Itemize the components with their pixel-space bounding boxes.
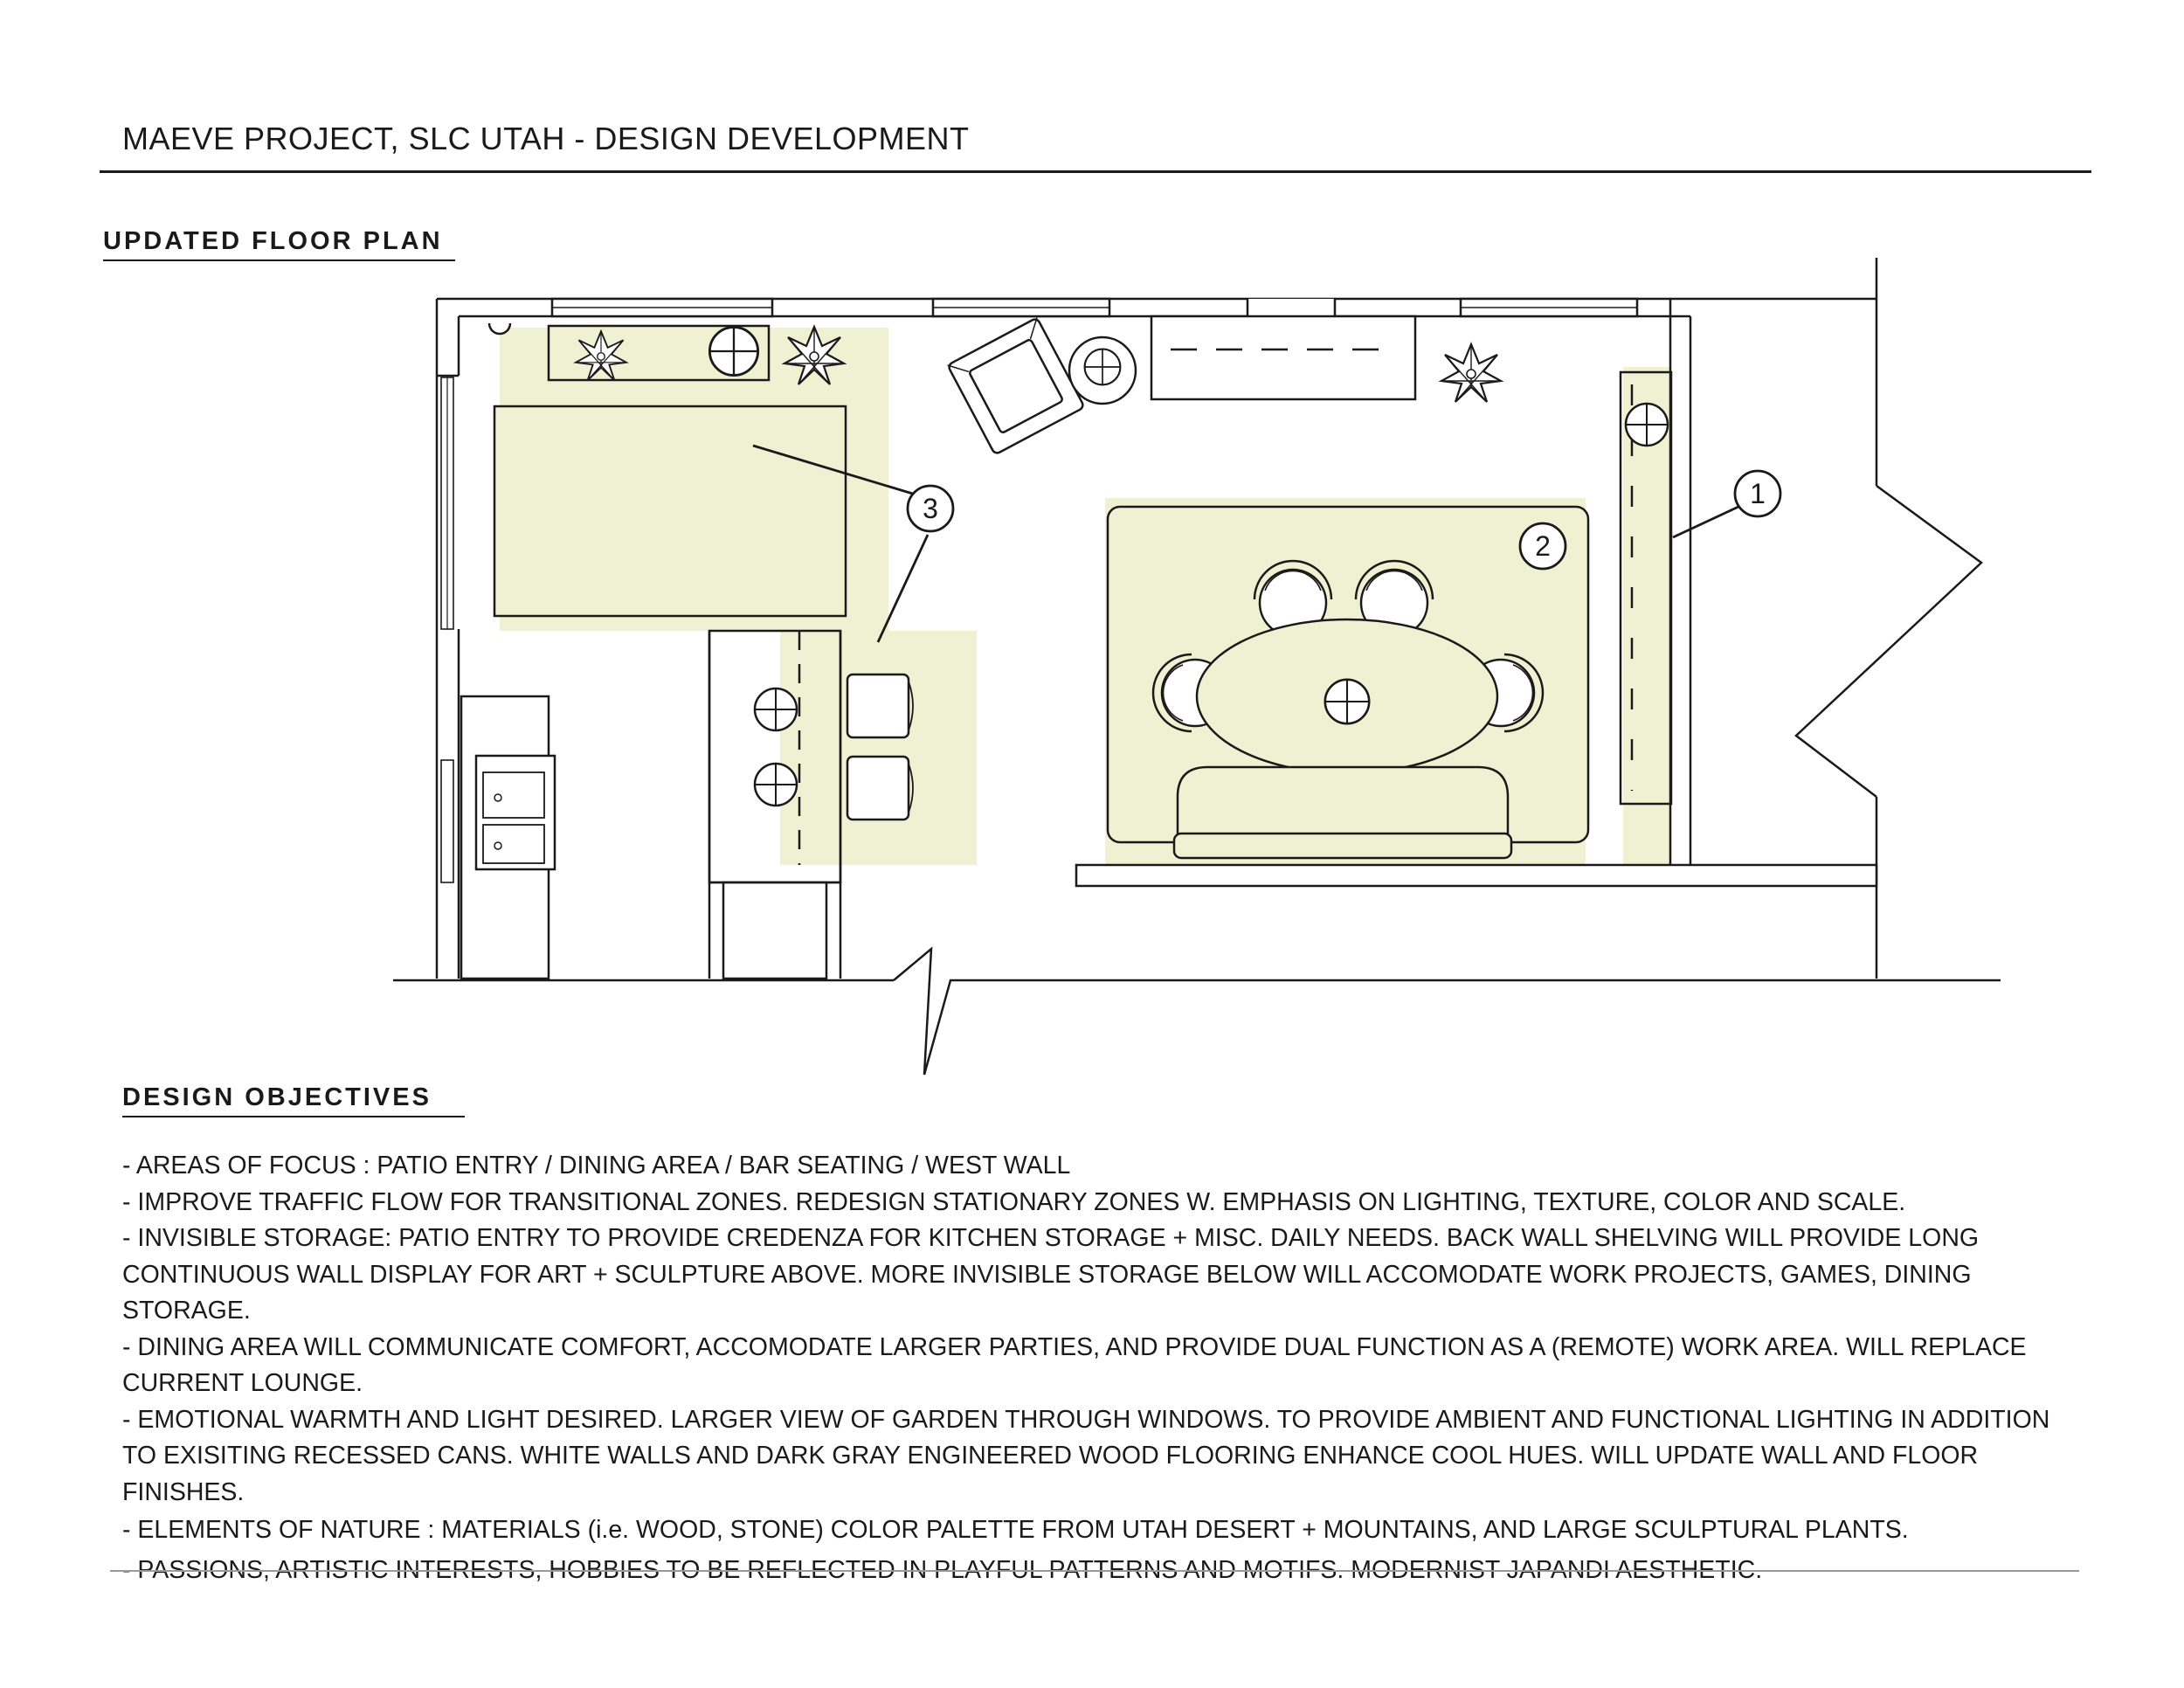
dining-furniture bbox=[947, 315, 1673, 860]
objective-item: - EMOTIONAL WARMTH AND LIGHT DESIRED. LA… bbox=[122, 1405, 2050, 1506]
callout-1-label: 1 bbox=[1750, 478, 1766, 509]
objective-item: - AREAS OF FOCUS : PATIO ENTRY / DINING … bbox=[122, 1152, 1071, 1180]
callouts: 1 2 3 bbox=[752, 444, 1782, 643]
plant-icon-2 bbox=[1440, 342, 1503, 404]
stool-icon bbox=[846, 673, 910, 739]
bottom-ledge bbox=[1075, 863, 1878, 888]
design-objectives-heading-text: DESIGN OBJECTIVES bbox=[122, 1083, 465, 1117]
objective-item: - DINING AREA WILL COMMUNICATE COMFORT, … bbox=[122, 1332, 2027, 1398]
entry-rug bbox=[493, 405, 847, 618]
pendant-light-2 bbox=[753, 762, 798, 807]
design-objectives-heading: DESIGN OBJECTIVES bbox=[122, 1083, 465, 1117]
side-door bbox=[440, 759, 454, 883]
objective-item: - PASSIONS, ARTISTIC INTERESTS, HOBBIES … bbox=[122, 1555, 1763, 1584]
callout-3: 3 bbox=[906, 484, 955, 533]
lamp-icon bbox=[487, 322, 512, 336]
banquette-icon bbox=[1176, 765, 1510, 841]
callout-1: 1 bbox=[1733, 469, 1782, 518]
armchair-icon bbox=[947, 317, 1084, 454]
west-wall-shelving bbox=[1619, 370, 1673, 806]
bottom-rule bbox=[110, 1570, 2079, 1572]
sofa-icon bbox=[1150, 315, 1417, 401]
break-line-bottom bbox=[893, 946, 2001, 1076]
floor-plan-heading-text: UPDATED FLOOR PLAN bbox=[103, 227, 455, 261]
page-title: MAEVE PROJECT, SLC UTAH - DESIGN DEVELOP… bbox=[122, 121, 970, 156]
objective-item: - ELEMENTS OF NATURE : MATERIALS (i.e. W… bbox=[122, 1516, 1909, 1544]
patio-furniture bbox=[487, 322, 914, 821]
table-light bbox=[1324, 678, 1371, 725]
credenza-light bbox=[708, 325, 760, 377]
side-table-icon bbox=[1068, 336, 1137, 405]
objective-item: - IMPROVE TRAFFIC FLOW FOR TRANSITIONAL … bbox=[122, 1187, 1906, 1216]
title-rule bbox=[100, 170, 2091, 173]
callout-3-label: 3 bbox=[923, 493, 938, 524]
callout-2: 2 bbox=[1518, 522, 1567, 571]
objectives-list: - AREAS OF FOCUS : PATIO ENTRY / DINING … bbox=[122, 1148, 2079, 1588]
light-fixture-icon bbox=[1624, 402, 1669, 447]
break-line-right bbox=[1794, 484, 1983, 798]
floor-plan-heading: UPDATED FLOOR PLAN bbox=[103, 227, 455, 261]
walls bbox=[393, 258, 2001, 1076]
kitchen-base-cabinet bbox=[722, 881, 828, 980]
pendant-light-1 bbox=[753, 687, 798, 732]
stool-icon-2 bbox=[846, 755, 910, 821]
objective-item: - INVISIBLE STORAGE: PATIO ENTRY TO PROV… bbox=[122, 1224, 1980, 1325]
zone-bar-seating bbox=[780, 631, 977, 865]
callout-2-label: 2 bbox=[1535, 530, 1551, 562]
